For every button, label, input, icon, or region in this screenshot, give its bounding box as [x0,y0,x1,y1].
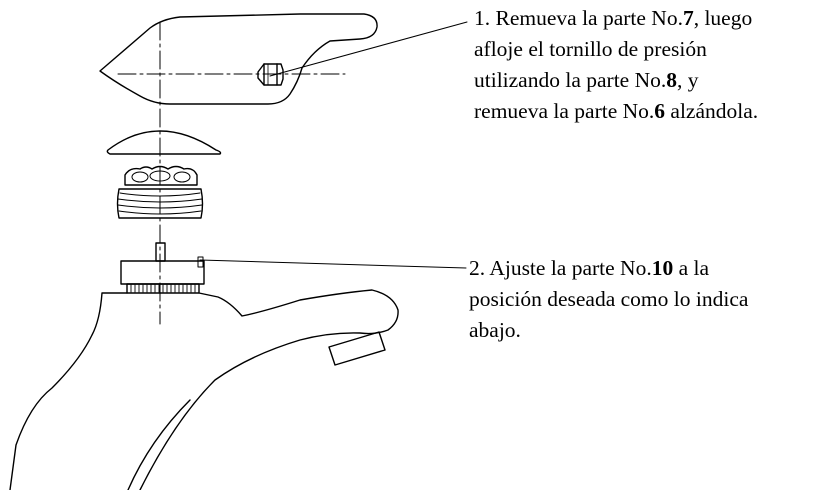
instruction-step-1: 1. Remueva la parte No.7, luego afloje el… [474,3,825,127]
leader-line-step1 [269,21,468,77]
instruction-text: , luego [693,6,753,30]
instruction-text: alzándola. [665,99,759,123]
lever-handle [99,13,378,105]
instruction-text: afloje el tornillo de presión [474,37,707,61]
instruction-text: 1. Remueva la parte No. [474,6,683,30]
faucet-body-inner-edge [127,399,191,490]
instruction-line: remueva la parte No.6 alzándola. [474,96,825,127]
dome-cap [106,130,222,155]
instruction-line: posición deseada como lo indica [469,284,825,315]
threaded-nut [116,165,204,219]
instruction-line: 2. Ajuste la parte No.10 a la [469,253,825,284]
leader-line-step2 [199,259,467,269]
part-number: 7 [682,6,694,30]
instruction-text: utilizando la parte No. [474,68,667,92]
part-number: 6 [654,99,666,123]
instruction-line: 1. Remueva la parte No.7, luego [474,3,825,34]
spout-aerator [328,331,386,366]
cartridge-part-10 [120,242,205,294]
instruction-text: 2. Ajuste la parte No. [469,256,652,280]
instruction-text: a la [673,256,710,280]
instruction-text: remueva la parte No. [474,99,655,123]
instruction-text: abajo. [469,318,521,342]
instruction-text: posición deseada como lo indica [469,287,749,311]
instruction-step-2: 2. Ajuste la parte No.10 a la posición de… [469,253,825,346]
instruction-line: afloje el tornillo de presión [474,34,825,65]
instruction-line: abajo. [469,315,825,346]
part-number: 8 [666,68,677,92]
instruction-line: utilizando la parte No.8, y [474,65,825,96]
faucet-body [9,289,399,490]
instruction-text: , y [677,68,699,92]
part-number: 10 [651,256,674,280]
